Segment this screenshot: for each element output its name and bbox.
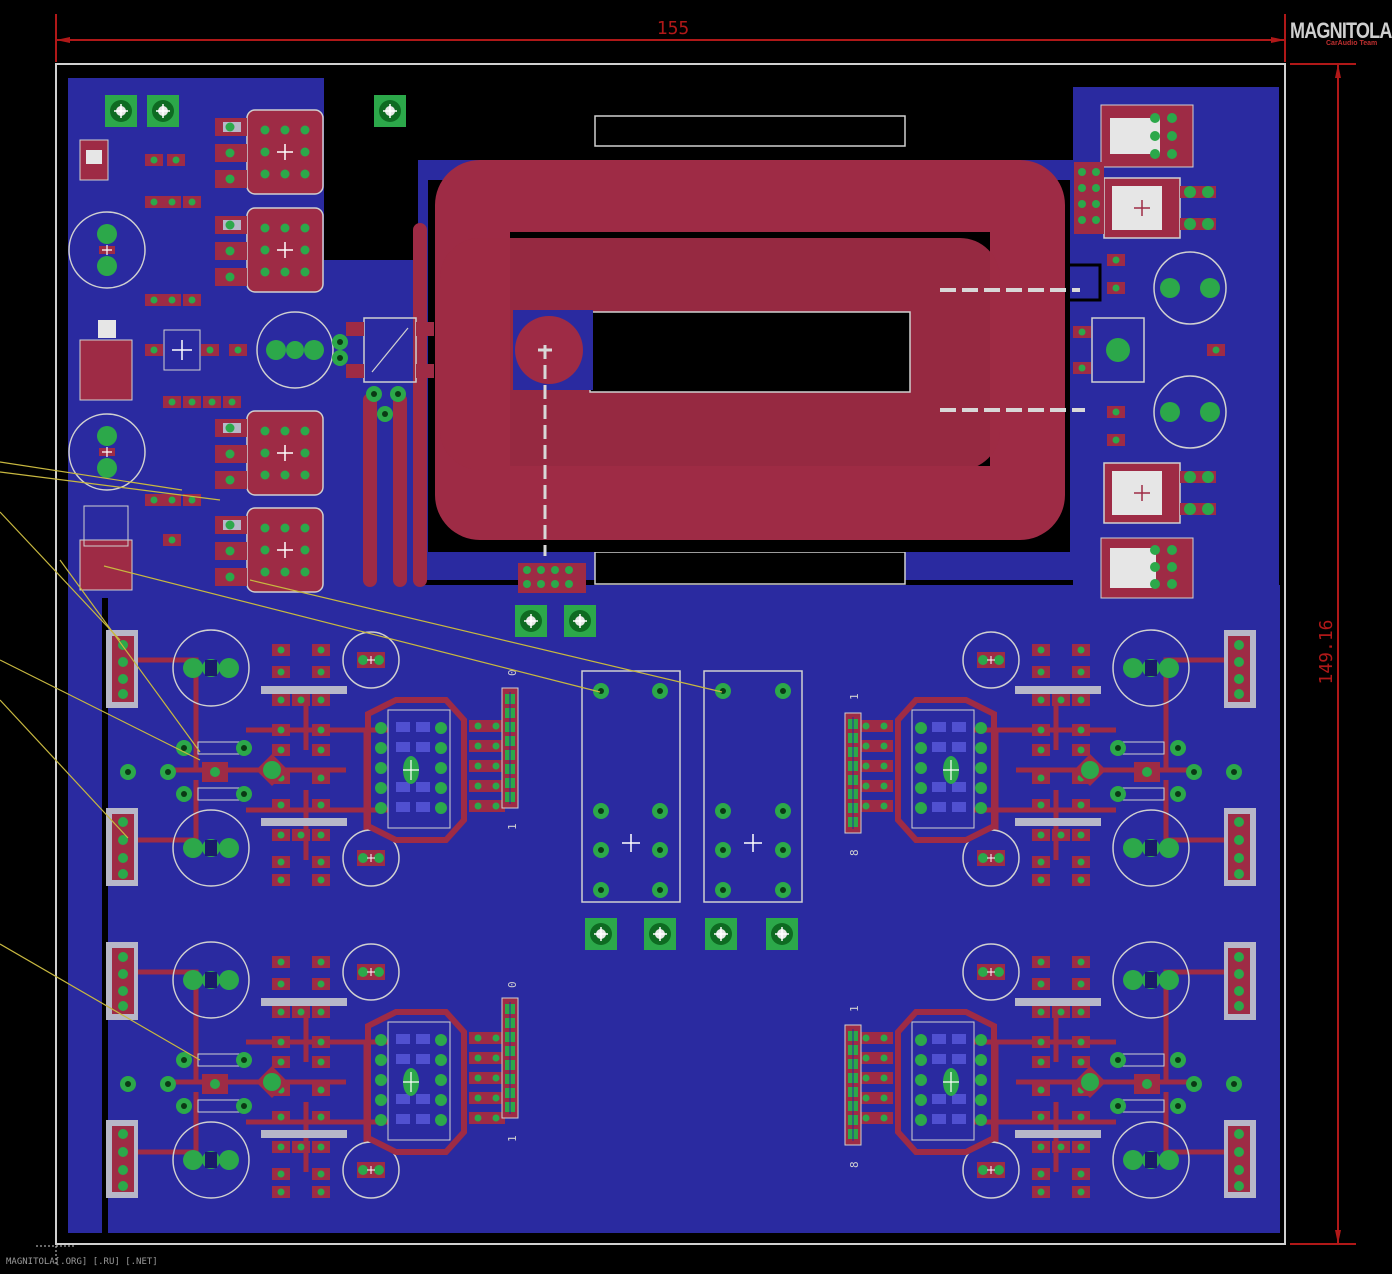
pin-header — [501, 687, 519, 809]
mount-pad — [373, 94, 407, 128]
header-label: 1 — [506, 1135, 519, 1142]
header-label: 8 — [848, 1161, 861, 1168]
header-label: 0 — [506, 981, 519, 988]
header-label: 0 — [506, 669, 519, 676]
logo-subtext: CarAudio Team — [1326, 40, 1378, 47]
dimension-width — [55, 14, 1286, 62]
dimension-height — [1290, 63, 1356, 1245]
dimension-height-label: 149.16 — [1316, 619, 1337, 684]
mount-pad — [563, 604, 597, 638]
pin-header — [844, 712, 862, 834]
pin-header — [844, 1024, 862, 1146]
mount-pad — [704, 917, 738, 951]
brand-logo: MAGNITOLA CarAudio Team — [1290, 18, 1392, 52]
header-label: 1 — [506, 823, 519, 830]
watermark-text: MAGNITOLA[.ORG] [.RU] [.NET] — [6, 1257, 158, 1267]
mount-pad — [104, 94, 138, 128]
header-label: 8 — [848, 849, 861, 856]
mount-pad — [146, 94, 180, 128]
right-power-section — [1073, 104, 1227, 599]
toroid-transformer — [363, 115, 1102, 593]
mount-pad — [584, 917, 618, 951]
dimension-width-label: 155 — [657, 18, 690, 39]
header-label: 1 — [848, 1005, 861, 1012]
mount-pad — [765, 917, 799, 951]
mount-pad — [514, 604, 548, 638]
origin-marker — [36, 1226, 76, 1266]
left-power-section — [68, 109, 434, 593]
mount-pad — [643, 917, 677, 951]
airwires — [0, 461, 723, 1061]
pin-header — [501, 997, 519, 1119]
logo-text: MAGNITOLA — [1290, 18, 1392, 43]
relay-2 — [703, 670, 803, 903]
header-label: 1 — [848, 693, 861, 700]
